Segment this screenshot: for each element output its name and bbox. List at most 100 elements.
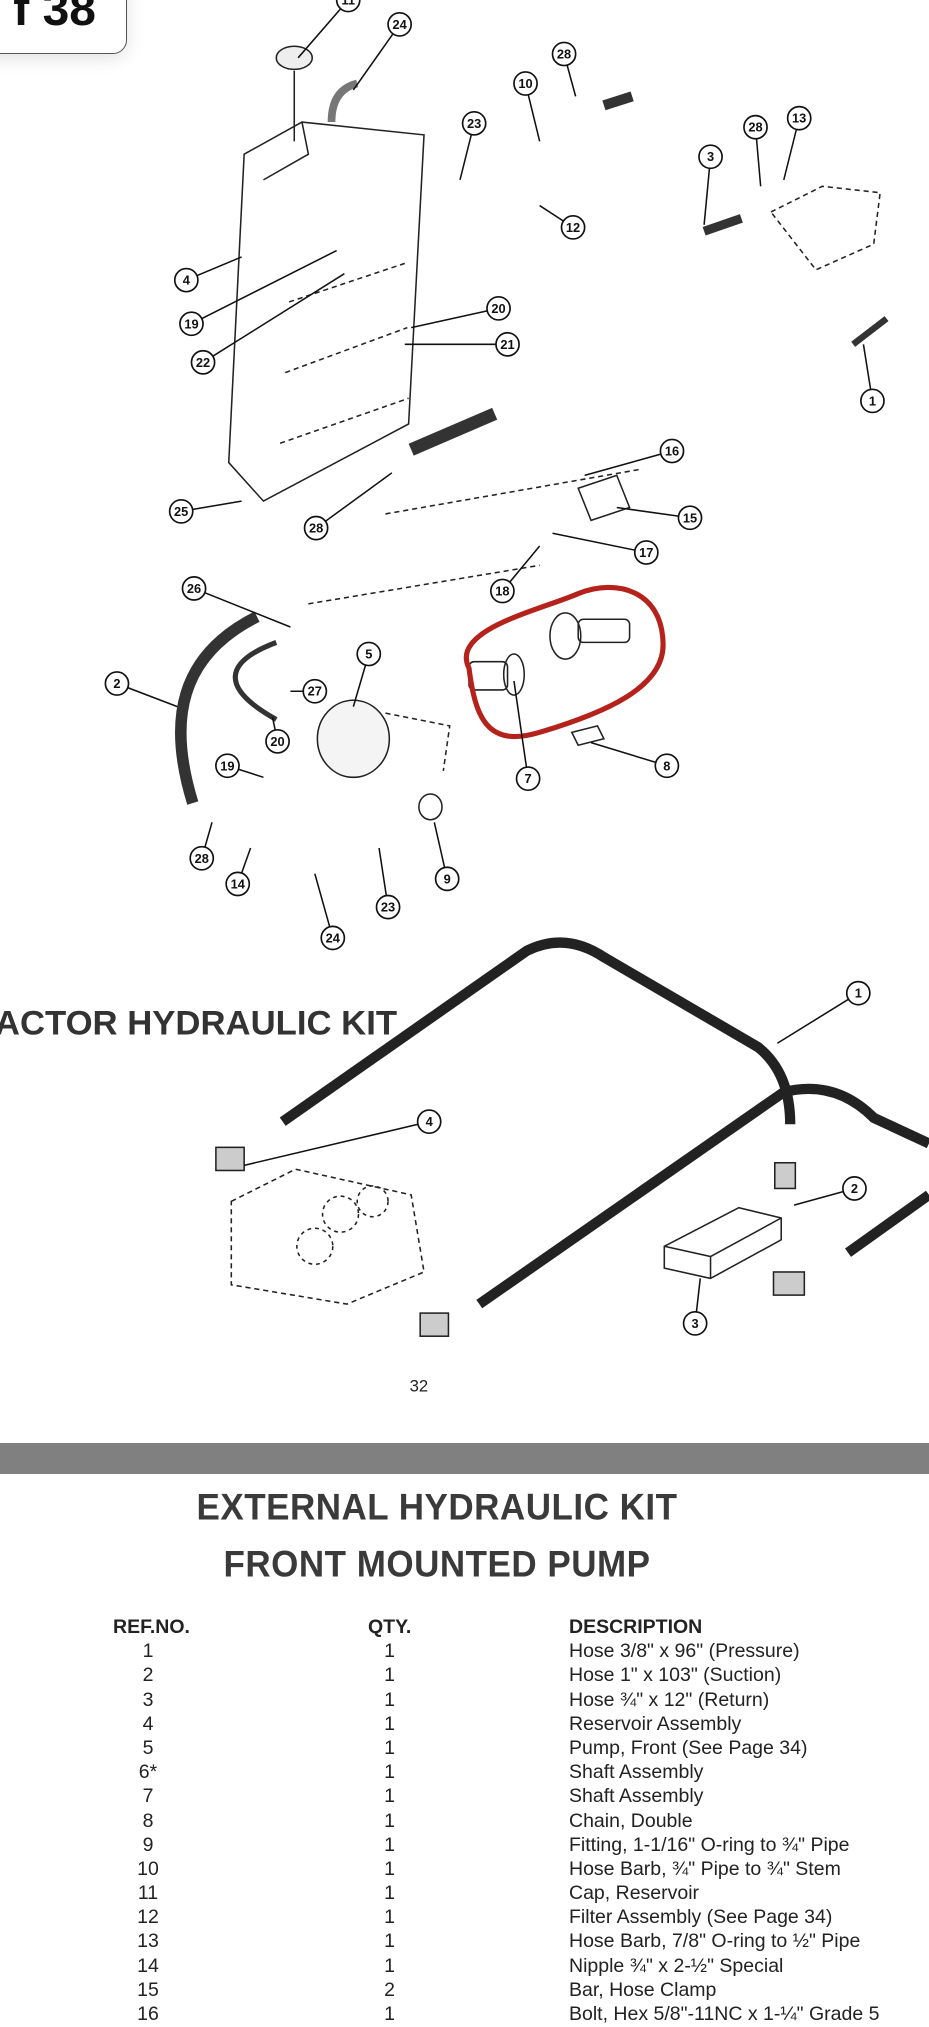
callout-label: 12 bbox=[539, 204, 586, 240]
callout-number: 28 bbox=[748, 120, 762, 135]
reservoir-drawing bbox=[227, 45, 425, 503]
qty-cell: 1 bbox=[384, 1857, 395, 1880]
ref-cell: 9 bbox=[142, 1833, 154, 1856]
section-title: EXTERNAL HYDRAULIC KIT bbox=[196, 1487, 678, 1528]
callout-circle bbox=[302, 678, 328, 704]
callout-number: 23 bbox=[381, 900, 395, 915]
callout-circle bbox=[173, 267, 199, 293]
callout-label: 8 bbox=[590, 741, 680, 779]
callout-number: 24 bbox=[392, 17, 407, 32]
callout-label: 20 bbox=[411, 295, 511, 329]
callout-number: 5 bbox=[365, 646, 372, 661]
callout-number: 28 bbox=[195, 851, 209, 866]
ref-cell: 1 bbox=[142, 1640, 154, 1663]
table-header: REF.NO. QTY. DESCRIPTION bbox=[0, 1616, 929, 1640]
callout-number: 28 bbox=[557, 46, 571, 61]
callout-number: 19 bbox=[220, 758, 234, 773]
leader-arrow bbox=[352, 23, 401, 91]
callout-label: 25 bbox=[168, 498, 242, 524]
callout-circle bbox=[356, 641, 382, 667]
description-cell: Reservoir Assembly bbox=[569, 1712, 742, 1735]
callout-number: 3 bbox=[707, 149, 714, 164]
callout-label: 24 bbox=[314, 873, 346, 951]
callout-circle bbox=[189, 845, 215, 871]
callout-number: 23 bbox=[467, 116, 481, 131]
callout-number: 26 bbox=[187, 581, 201, 596]
ref-cell: 4 bbox=[142, 1712, 154, 1735]
callout-label: 19 bbox=[179, 249, 338, 337]
callout-label: 2 bbox=[793, 1176, 867, 1206]
leader-arrow bbox=[202, 273, 345, 363]
callout-label: 4 bbox=[243, 1109, 442, 1167]
callout-number: 11 bbox=[341, 0, 355, 8]
callout-number: 18 bbox=[495, 584, 509, 599]
callout-label: 26 bbox=[181, 576, 291, 628]
ref-cell: 10 bbox=[137, 1857, 159, 1880]
callout-number: 21 bbox=[500, 337, 514, 352]
qty-cell: 1 bbox=[384, 1882, 395, 1905]
callout-label: 28 bbox=[551, 41, 577, 97]
description-cell: Fitting, 1-1/16" O-ring to ¾" Pipe bbox=[569, 1833, 850, 1856]
leader-arrow bbox=[243, 1120, 430, 1167]
callout-circle bbox=[265, 728, 290, 754]
leader-arrow bbox=[297, 0, 349, 59]
callout-number: 17 bbox=[639, 545, 653, 560]
qty-cell: 1 bbox=[384, 1785, 395, 1808]
callout-label: 7 bbox=[513, 680, 541, 792]
callout-circle bbox=[513, 71, 538, 96]
description-cell: Shaft Assembly bbox=[569, 1785, 704, 1808]
callout-circle bbox=[860, 388, 885, 414]
callout-circle bbox=[551, 41, 577, 67]
callout-circle bbox=[486, 295, 511, 321]
callout-circle bbox=[168, 498, 194, 524]
callout-label: 21 bbox=[404, 331, 520, 357]
callout-label: 5 bbox=[352, 641, 382, 707]
ref-cell: 5 bbox=[142, 1736, 154, 1759]
callout-label: 23 bbox=[375, 847, 401, 920]
callout-circle bbox=[461, 110, 487, 136]
callout-circle bbox=[842, 1176, 867, 1201]
callout-label: 23 bbox=[459, 110, 487, 181]
description-cell: Chain, Double bbox=[569, 1809, 693, 1832]
callout-circle bbox=[320, 925, 346, 951]
callout-circle bbox=[215, 753, 240, 779]
ref-cell: 2 bbox=[142, 1664, 154, 1687]
ref-cell: 13 bbox=[137, 1930, 159, 1953]
callout-label: 11 bbox=[297, 0, 361, 59]
callout-circle bbox=[698, 144, 723, 170]
qty-cell: 1 bbox=[384, 1736, 395, 1759]
qty-cell: 1 bbox=[384, 1930, 395, 1953]
callout-number: 7 bbox=[525, 771, 532, 786]
callout-circle bbox=[845, 980, 871, 1006]
callout-circle bbox=[654, 753, 680, 779]
callout-number: 28 bbox=[309, 521, 323, 536]
description-cell: Nipple ¾" x 2-½" Special bbox=[569, 1954, 784, 1977]
callout-number: 19 bbox=[184, 316, 198, 331]
callout-label: 24 bbox=[352, 12, 413, 91]
callout-label: 28 bbox=[303, 472, 393, 541]
leader-arrow bbox=[191, 249, 338, 325]
callout-circle bbox=[303, 515, 329, 541]
valve-block-drawing bbox=[215, 1146, 806, 1337]
red-highlight-circle bbox=[463, 584, 666, 740]
callout-number: 27 bbox=[308, 684, 322, 699]
ref-cell: 15 bbox=[137, 1978, 159, 2001]
description-cell: Bar, Hose Clamp bbox=[569, 1978, 717, 2001]
ref-cell: 7 bbox=[142, 1785, 154, 1808]
qty-cell: 1 bbox=[384, 2003, 395, 2025]
callout-circle bbox=[434, 866, 460, 892]
page-number: 32 bbox=[410, 1376, 429, 1395]
callout-circle bbox=[335, 0, 361, 13]
callout-label: 28 bbox=[743, 114, 768, 187]
callout-number: 13 bbox=[792, 111, 806, 126]
callout-number: 9 bbox=[444, 871, 451, 886]
description-cell: Shaft Assembly bbox=[569, 1761, 704, 1784]
callout-label: 3 bbox=[682, 1278, 708, 1336]
